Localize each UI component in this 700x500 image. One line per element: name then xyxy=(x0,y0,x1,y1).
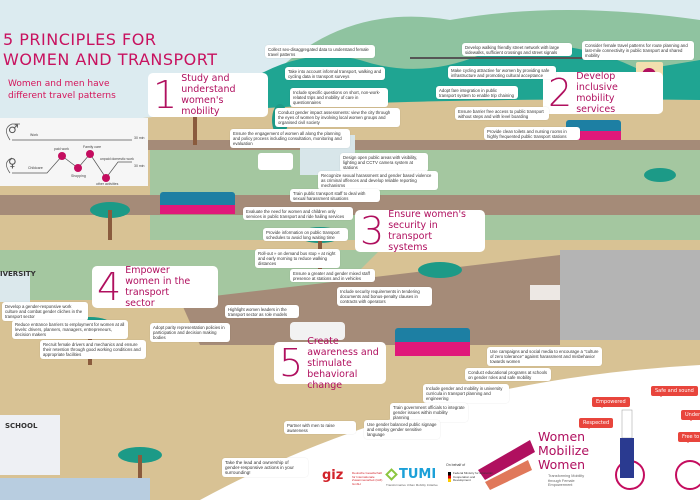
principle-card-4: 4 Empower women in the transport sector xyxy=(92,265,218,309)
principle-heading: Empower women in the transport sector xyxy=(125,265,191,309)
note: Conduct gender impact assessments: view … xyxy=(275,108,400,127)
female-stop-shopping: Shopping xyxy=(71,174,86,178)
note: Adopt parity representation policies in … xyxy=(150,323,230,342)
principle-card-1: 1 Study and understand women's mobility xyxy=(148,73,268,117)
note: Partner with men to raise awareness xyxy=(284,421,356,435)
note: Consider female travel patterns for rout… xyxy=(582,41,694,60)
principle-card-5: 5 Create awareness and stimulate behavio… xyxy=(274,336,386,391)
title-line-2: WOMEN AND TRANSPORT xyxy=(3,50,218,69)
giz-logo: giz xyxy=(322,468,344,483)
university-sign: IVERSITY xyxy=(0,270,36,278)
speech-bubble-respected: Respected xyxy=(579,418,614,429)
principle-heading: Study and understand women's mobility xyxy=(181,73,236,117)
principle-card-3: 3 Ensure women's security in transport s… xyxy=(355,209,485,253)
stop-sign-icon xyxy=(86,150,94,158)
speech-bubble-understood: Understood xyxy=(681,410,700,421)
title-line-1: 5 PRINCIPLES FOR xyxy=(3,30,157,49)
page-title: 5 PRINCIPLES FOR WOMEN AND TRANSPORT xyxy=(3,30,217,70)
principle-number: 2 xyxy=(548,71,573,115)
travel-patterns-diagram: ♂ ♀ Work 30 min Childcare paid work Shop… xyxy=(0,118,148,186)
note: Include specific questions on short, non… xyxy=(290,88,388,107)
note: Use campaigns and social media to encour… xyxy=(487,347,602,366)
campaign-tagline: Transforming Mobility through Female Emp… xyxy=(548,474,585,488)
note: Make cycling attractive for women by pro… xyxy=(448,66,556,80)
female-symbol-icon: ♀ xyxy=(8,156,17,170)
note: Highlight women leaders in the transport… xyxy=(225,305,299,319)
travel-paths xyxy=(6,123,132,179)
german-flag-icon xyxy=(448,472,451,482)
female-stop-family-care: Family care xyxy=(83,145,102,149)
note: Collect sex-disaggregated data to unders… xyxy=(265,45,375,59)
note: Ensure the engagement of women all along… xyxy=(230,129,350,148)
principle-heading: Create awareness and stimulate behaviora… xyxy=(307,335,379,391)
principle-number: 3 xyxy=(360,209,385,253)
giz-subtitle: Deutsche Gesellschaft für Internationale… xyxy=(352,471,383,486)
van xyxy=(290,322,345,340)
campaign-line: Mobilize xyxy=(538,443,590,458)
female-stop-other: other activities xyxy=(96,182,119,186)
campaign-line: Women xyxy=(538,429,586,444)
note: Develop a gender-responsive work culture… xyxy=(2,302,88,321)
tumi-logo: TUMI xyxy=(399,467,437,482)
school-building xyxy=(0,415,60,475)
note: Conduct educational programs at schools … xyxy=(465,368,551,382)
campaign-title: Women Mobilize Women xyxy=(538,430,589,472)
ministry-logo: Federal Ministry for Economic Cooperatio… xyxy=(453,471,493,483)
female-stop-childcare: Childcare xyxy=(28,166,43,170)
note: Train public transport staff to deal wit… xyxy=(290,189,380,203)
note: Adopt fare integration in public transpo… xyxy=(436,86,518,100)
note: Recruit female drivers and mechanics and… xyxy=(40,340,146,359)
note: Ensure a greater and gender mixed staff … xyxy=(290,269,375,283)
principle-heading: Develop inclusive mobility services xyxy=(576,71,618,115)
stop-sign-icon xyxy=(74,164,82,172)
principle-card-2: 2 Develop inclusive mobility services xyxy=(543,71,663,115)
female-duration: 30 min xyxy=(134,164,145,168)
stop-sign-icon xyxy=(58,152,66,160)
note: Take the lead and ownership of gender-re… xyxy=(222,458,308,477)
note: Provide information on public transport … xyxy=(263,228,348,242)
road-1 xyxy=(130,140,700,150)
note: Take into account informal transport, wa… xyxy=(285,67,385,81)
campaign-logo-shapes xyxy=(478,440,535,490)
white-foreground xyxy=(200,365,700,500)
speech-bubble-empowered: Empowered xyxy=(592,397,630,408)
crosswalk xyxy=(530,285,560,300)
school-sign: SCHOOL xyxy=(5,422,38,430)
stop-sign-icon xyxy=(102,174,110,182)
principle-number: 1 xyxy=(153,73,178,117)
male-symbol-icon: ♂ xyxy=(8,122,19,136)
female-stop-paid-work: paid work xyxy=(54,147,69,151)
principle-heading: Ensure women's security in transport sys… xyxy=(388,209,467,253)
plaza xyxy=(560,250,700,340)
note: Recognize sexual harassment and gender b… xyxy=(318,171,438,190)
campaign-line: Women xyxy=(538,457,586,472)
note: Develop walking friendly street network … xyxy=(462,43,572,57)
note: Roll-out » on demand bus stop « at night… xyxy=(255,249,340,268)
note: Use gender balanced public signage and e… xyxy=(364,420,440,439)
female-stop-domestic: unpaid domestic work xyxy=(100,157,134,161)
male-stop-work: Work xyxy=(30,133,39,137)
note: Evaluate the need for women and children… xyxy=(243,207,353,221)
note: Include gender and mobility in universit… xyxy=(423,384,509,403)
speech-bubble-free: Free to move xyxy=(678,432,700,443)
subtitle: Women and men have different travel patt… xyxy=(8,79,116,101)
principle-number: 4 xyxy=(97,265,122,309)
fence xyxy=(0,478,150,500)
university-building xyxy=(0,272,30,302)
note: Reduce entrance barriers to employment f… xyxy=(12,320,128,339)
note: Ensure barrier free access to public tra… xyxy=(455,107,549,121)
note: Train government officials to integrate … xyxy=(390,403,468,422)
note: Include security requirements in tenderi… xyxy=(337,287,432,306)
note: Provide clean toilets and nursing rooms … xyxy=(484,127,580,141)
speech-bubble-safe: Safe and sound xyxy=(651,386,698,397)
woman-with-bicycle xyxy=(615,409,700,490)
ambulance xyxy=(258,153,293,170)
note: Design open public areas with visibility… xyxy=(340,153,428,172)
principle-number: 5 xyxy=(279,341,304,385)
tumi-subtitle: Transformative Urban Mobility Initiative xyxy=(386,483,438,487)
male-duration: 30 min xyxy=(134,136,145,140)
on-behalf-label: On behalf of xyxy=(446,463,466,467)
